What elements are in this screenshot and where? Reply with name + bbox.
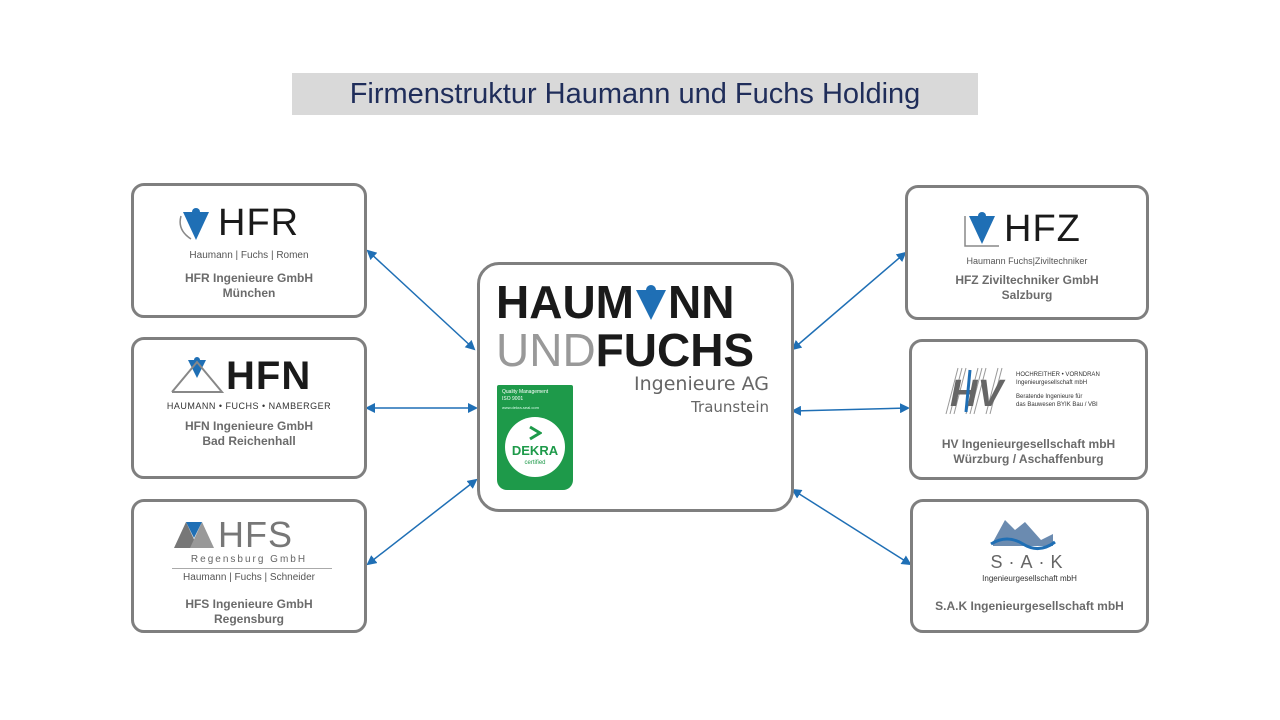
hfs-caption: HFS Ingenieure GmbH Regensburg <box>134 597 364 627</box>
hfz-caption: HFZ Ziviltechniker GmbH Salzburg <box>908 273 1146 303</box>
company-box-hv[interactable]: HV HOCHREITHER • VORNDRAN Ingenieurgesel… <box>909 339 1148 480</box>
arrow-hv <box>791 403 910 416</box>
sak-logo-sub: Ingenieurgesellschaft mbH <box>982 574 1077 583</box>
hv-caption: HV Ingenieurgesellschaft mbH Würzburg / … <box>912 437 1145 467</box>
hv-name: HV Ingenieurgesellschaft mbH <box>941 437 1116 451</box>
hfs-name: HFS Ingenieure GmbH <box>185 597 313 611</box>
hfn-city: Bad Reichenhall <box>202 434 296 448</box>
hfn-caption: HFN Ingenieure GmbH Bad Reichenhall <box>134 419 364 449</box>
hfz-city: Salzburg <box>1001 288 1053 302</box>
dekra-status: certified <box>524 460 546 466</box>
center-logo-nn: NN <box>667 276 735 328</box>
dekra-line3: www.dekra-seal.com <box>502 405 539 410</box>
hv-logo-line4: das Bauwesen BYIK Bau / VBI <box>1016 402 1098 408</box>
hfz-logo-sub: Haumann Fuchs|Ziviltechniker <box>966 256 1088 266</box>
company-box-center[interactable]: HAUM NN UNDFUCHS Ingenieure AG Traunstein… <box>477 262 794 512</box>
title-bar: Firmenstruktur Haumann und Fuchs Holding <box>292 73 978 115</box>
company-box-sak[interactable]: S·A·K Ingenieurgesellschaft mbH S.A.K In… <box>910 499 1149 633</box>
hfz-logo-text: HFZ <box>1004 208 1081 250</box>
arrow-hfr <box>366 249 476 351</box>
arrow-sak <box>791 488 912 566</box>
svg-text:HV: HV <box>950 373 1005 415</box>
company-box-hfr[interactable]: HFR Haumann | Fuchs | Romen HFR Ingenieu… <box>131 183 367 318</box>
hv-logo-line1: HOCHREITHER • VORNDRAN <box>1016 372 1100 378</box>
arrow-hfs <box>366 478 478 566</box>
hfr-logo-sub: Haumann | Fuchs | Romen <box>189 250 309 261</box>
hv-logo: HV <box>936 364 1008 418</box>
center-logo-line1: HAUM NN <box>496 279 734 325</box>
hfs-logo-icon <box>174 522 214 548</box>
hfz-name: HFZ Ziviltechniker GmbH <box>955 273 1099 287</box>
center-logo-fuchs: FUCHS <box>595 324 755 376</box>
hv-logo-line2: Ingenieurgesellschaft mbH <box>1016 380 1088 386</box>
center-subtitle: Ingenieure AG <box>634 373 769 395</box>
page-title: Firmenstruktur Haumann und Fuchs Holding <box>349 77 921 110</box>
hfr-city: München <box>222 286 276 300</box>
hfn-name: HFN Ingenieure GmbH <box>184 419 313 433</box>
hfs-logo-sub1: Regensburg GmbH <box>190 554 308 565</box>
company-box-hfs[interactable]: HFS Regensburg GmbH Haumann | Fuchs | Sc… <box>131 499 367 633</box>
sak-logo-icon <box>990 520 1056 550</box>
dekra-arrow-icon <box>529 425 542 441</box>
dekra-seal: Quality Management ISO 9001 www.dekra-se… <box>497 385 573 490</box>
center-logo-haum: HAUM <box>496 276 634 328</box>
company-box-hfz[interactable]: HFZ Haumann Fuchs|Ziviltechniker HFZ Ziv… <box>905 185 1149 320</box>
arrow-hfz <box>791 251 907 351</box>
sak-logo-text: S·A·K <box>990 552 1069 572</box>
center-city: Traunstein <box>691 398 769 416</box>
hfr-logo-icon <box>179 208 209 240</box>
dekra-line2: ISO 9001 <box>502 396 524 402</box>
hfs-city: Regensburg <box>213 612 284 626</box>
hv-logo-line3: Beratende Ingenieure für <box>1016 394 1083 400</box>
hfr-caption: HFR Ingenieure GmbH München <box>134 271 364 301</box>
hfn-logo-icon <box>171 357 224 393</box>
hfr-logo-text: HFR <box>218 202 300 244</box>
dekra-circle: DEKRA certified <box>505 417 565 477</box>
hfs-logo-divider <box>172 568 332 569</box>
hv-logo-icon: HV <box>945 367 1005 415</box>
hv-city: Würzburg / Aschaffenburg <box>953 452 1104 466</box>
sak-name: S.A.K Ingenieurgesellschaft mbH <box>935 599 1124 613</box>
hfn-logo-text: HFN <box>226 354 312 398</box>
center-logo-line2: UNDFUCHS <box>496 327 754 373</box>
center-logo-und: UND <box>496 324 596 376</box>
hfn-logo-sub: HAUMANN • FUCHS • NAMBERGER <box>166 401 332 411</box>
sak-caption: S.A.K Ingenieurgesellschaft mbH <box>913 599 1146 614</box>
company-box-hfn[interactable]: HFN HAUMANN • FUCHS • NAMBERGER HFN Inge… <box>131 337 367 479</box>
hfz-logo-icon <box>964 212 999 247</box>
center-logo-pin-icon <box>635 285 666 320</box>
dekra-brand: DEKRA <box>511 443 559 458</box>
hfs-logo-sub2: Haumann | Fuchs | Schneider <box>183 572 315 583</box>
hfs-logo-text: HFS <box>218 514 293 555</box>
dekra-line1: Quality Management <box>502 389 549 395</box>
hfr-name: HFR Ingenieure GmbH <box>184 271 313 285</box>
